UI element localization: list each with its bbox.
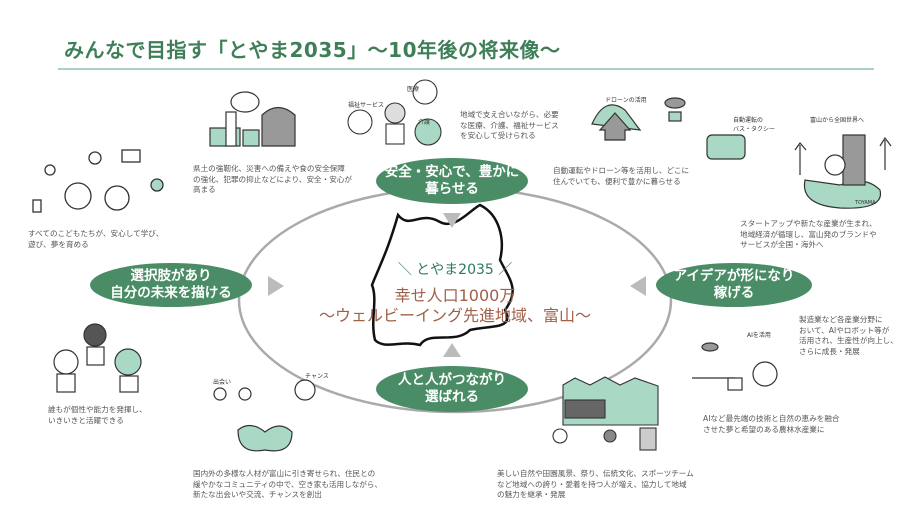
drone-illustration [591,97,746,160]
arrow-right-icon [268,276,284,296]
toyama-map-outline [370,203,514,347]
caption-startup: スタートアップや新たな産業が生まれ、 地域経済が循環し、富山発のブランドや サー… [740,219,877,249]
ai-agriculture-illustration [692,342,778,391]
label-welfare: 福祉サービス [348,102,385,109]
pillar-safe-secure: 安全・安心で、豊かに 暮らせる [376,158,528,204]
pillar-choices-future: 選択肢があり 自分の未来を描ける [90,263,252,307]
startup-illustration [794,134,892,209]
caption-agri: AIなど最先端の技術と自然の恵みを融合 させた夢と希望のある農林水産業に [703,414,840,434]
caption-individual: 誰もが個性や能力を発揮し、 いきいきと活躍できる [48,405,147,425]
center-tag: ＼ とやま2035 ／ [397,262,513,278]
caption-children: すべてのこどもたちが、安心して学び、 遊び、夢を育める [28,229,164,249]
label-drone: ドローンの活用 [605,97,647,104]
children-illustration [32,149,164,213]
caption-disaster: 県土の強靭化、災害への備えや食の安全保障 の強化、犯罪の抑止などにより、安全・安… [193,164,353,194]
label-toyama: TOYAMA [855,200,876,206]
label-world: 富山から全国世界へ [810,117,865,124]
caption-welfare: 地域で支え合いながら、必要 な医療、介護、福祉サービス を安心して受けられる [460,110,559,140]
caption-people: 国内外の多様な人材が富山に引き寄せられ、住民との 緩やかなコミュニティの中で、空… [193,469,383,499]
label-chance: チャンス [305,373,329,380]
nature-culture-illustration [552,376,659,451]
label-meet: 出会い [213,379,232,386]
pillar-people-connect: 人と人がつながり 選ばれる [376,366,528,412]
pillar-ideas-earn: アイデアが形になり 稼げる [656,263,812,307]
caption-industry: 製造業など各産業分野に おいて、AIやロボット等が 活用され、生産性が向上し、 … [799,315,898,356]
arrow-left-icon [630,276,646,296]
caption-mobility: 自動運転やドローン等を活用し、どこに 住んでいても、便利で豊かに暮らせる [553,166,690,186]
center-subline: ～ウェルビーイング先進地域、富山～ [318,306,591,325]
title-divider [58,68,874,70]
arrow-down-icon [443,213,461,228]
arrow-up-icon [443,343,461,357]
label-care: 介護 [418,119,431,126]
caption-nature: 美しい自然や田園風景、祭り、伝統文化、スポーツチーム など地域への誇り・愛着を持… [497,469,694,499]
welfare-illustration [347,79,442,146]
diverse-people-illustration [53,323,142,393]
label-bus: 自動運転の バス・タクシー [733,117,776,133]
disaster-kit-illustration [209,91,296,147]
center-headline: 幸せ人口1000万 [394,286,516,305]
community-illustration [213,379,316,452]
label-medical: 医療 [407,86,420,93]
label-ai: AIを活用 [747,332,771,339]
page-title: みんなで目指す「とやま2035」～10年後の将来像～ [64,38,561,62]
